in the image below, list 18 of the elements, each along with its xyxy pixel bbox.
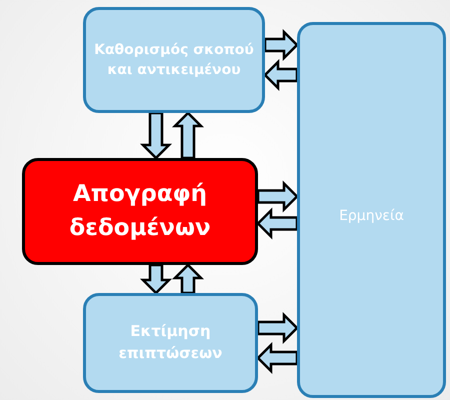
block-arrow bbox=[263, 58, 298, 92]
block-arrow bbox=[256, 342, 298, 374]
highlighted-process-box bbox=[22, 158, 258, 265]
node-label: Απογραφή δεδομένων bbox=[68, 180, 212, 242]
block-arrow bbox=[172, 111, 204, 160]
block-arrow bbox=[256, 312, 299, 344]
block-arrow bbox=[140, 264, 172, 295]
process-box bbox=[83, 293, 258, 393]
block-arrow bbox=[256, 207, 298, 240]
block-arrow bbox=[172, 263, 204, 294]
node-label: Ερμηνεία bbox=[339, 207, 404, 226]
node-label: Καθορισμός σκοπού και αντικειμένου bbox=[94, 40, 254, 80]
process-box bbox=[297, 22, 446, 398]
node-label: Εκτίμηση επιπτώσεων bbox=[118, 321, 224, 364]
process-box bbox=[83, 7, 265, 113]
block-arrow bbox=[256, 180, 299, 213]
block-arrow bbox=[140, 112, 172, 160]
block-arrow bbox=[264, 28, 299, 62]
